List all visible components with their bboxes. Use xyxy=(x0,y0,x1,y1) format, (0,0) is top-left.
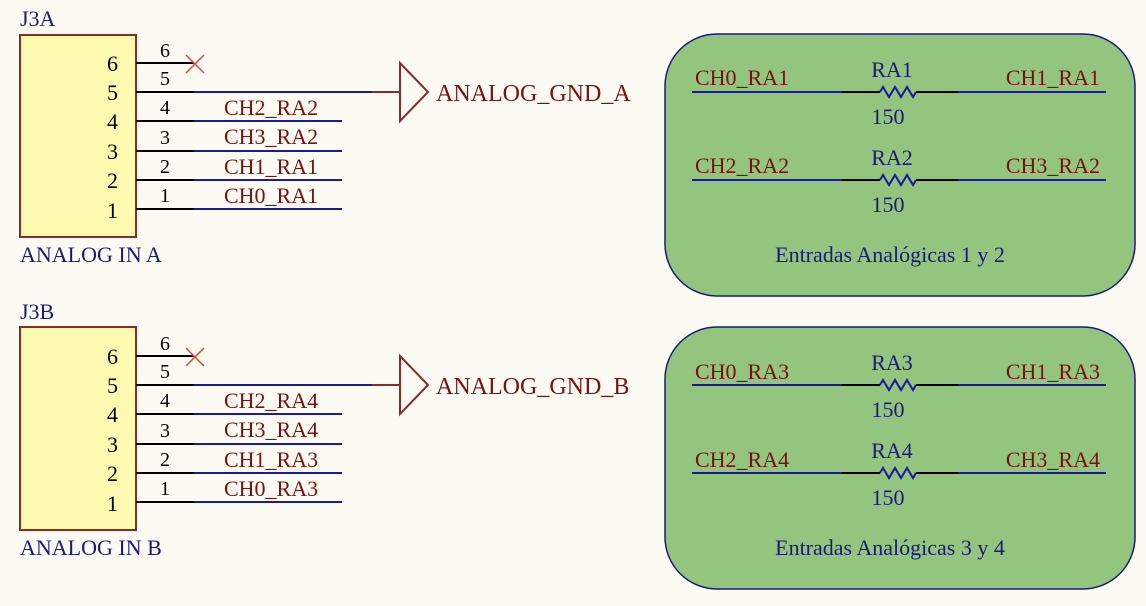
connector-body xyxy=(19,34,137,238)
pin-number: 6 xyxy=(107,51,118,76)
connector-name: ANALOG IN A xyxy=(20,242,162,267)
pin-number: 6 xyxy=(107,344,118,369)
panel-title: Entradas Analógicas 1 y 2 xyxy=(775,242,1005,267)
pin-number: 5 xyxy=(107,80,118,105)
net-label: CH0_RA3 xyxy=(224,476,318,501)
connector-body xyxy=(19,326,137,531)
panel-background xyxy=(664,326,1136,590)
net-label-right: CH1_RA1 xyxy=(1006,65,1100,90)
resistor-panel-1[interactable]: CH0_RA1 CH1_RA1 RA1 150 CH2_RA2 CH3_RA2 … xyxy=(664,33,1136,297)
resistor-value: 150 xyxy=(872,397,905,422)
resistor-row[interactable]: CH0_RA1 CH1_RA1 RA1 150 xyxy=(692,57,1106,129)
resistor-symbol[interactable] xyxy=(879,173,917,187)
pin-number: 5 xyxy=(107,373,118,398)
resistor-designator: RA2 xyxy=(871,145,913,170)
net-label-left: CH2_RA2 xyxy=(695,153,789,178)
connector-j3b[interactable]: J3B ANALOG IN B 6 5 4 3 2 1 6 5 4 3 2 1 … xyxy=(19,299,629,560)
net-label-left: CH0_RA1 xyxy=(695,65,789,90)
net-label-left: CH2_RA4 xyxy=(695,447,789,472)
gnd-port-triangle[interactable] xyxy=(399,353,430,417)
net-label: CH1_RA3 xyxy=(224,447,318,472)
resistor-symbol[interactable] xyxy=(879,466,917,480)
pin-number-outside: 3 xyxy=(160,127,170,149)
pin-number: 3 xyxy=(107,139,118,164)
pin-number: 2 xyxy=(107,461,118,486)
resistor-row[interactable]: CH0_RA3 CH1_RA3 RA3 150 xyxy=(692,350,1106,422)
connector-designator: J3B xyxy=(20,299,54,324)
resistor-value: 150 xyxy=(872,485,905,510)
net-label: CH2_RA4 xyxy=(224,388,318,413)
resistor-value: 150 xyxy=(872,192,905,217)
panel-title: Entradas Analógicas 3 y 4 xyxy=(775,535,1005,560)
net-label-right: CH3_RA2 xyxy=(1006,153,1100,178)
net-label: CH3_RA2 xyxy=(224,124,318,149)
gnd-port-label: ANALOG_GND_B xyxy=(436,374,629,400)
resistor-row[interactable]: CH2_RA2 CH3_RA2 RA2 150 xyxy=(692,145,1106,217)
net-label-left: CH0_RA3 xyxy=(695,359,789,384)
resistor-designator: RA1 xyxy=(871,57,913,82)
pin-number-outside: 1 xyxy=(160,185,170,207)
pin-number: 1 xyxy=(107,491,118,516)
pin-number: 1 xyxy=(107,198,118,223)
net-label-right: CH3_RA4 xyxy=(1006,447,1100,472)
pin-number-outside: 6 xyxy=(160,333,170,355)
connector-j3a[interactable]: J3A ANALOG IN A 6 5 4 3 2 1 6 5 4 3 2 1 xyxy=(19,6,631,267)
gnd-port-triangle[interactable] xyxy=(399,60,430,124)
net-label: CH2_RA2 xyxy=(224,95,318,120)
resistor-symbol[interactable] xyxy=(879,378,917,392)
pin-number-outside: 1 xyxy=(160,478,170,500)
panel-background xyxy=(664,33,1136,297)
pin-number-outside: 4 xyxy=(160,97,170,119)
resistor-designator: RA4 xyxy=(871,438,913,463)
net-label-right: CH1_RA3 xyxy=(1006,359,1100,384)
resistor-symbol[interactable] xyxy=(879,85,917,99)
net-label: CH3_RA4 xyxy=(224,417,318,442)
pin-number-outside: 5 xyxy=(160,68,170,90)
no-connect-marker xyxy=(185,347,205,367)
net-label: CH1_RA1 xyxy=(224,154,318,179)
resistor-row[interactable]: CH2_RA4 CH3_RA4 RA4 150 xyxy=(692,438,1106,510)
no-connect-marker xyxy=(185,54,205,74)
pin-number: 4 xyxy=(107,109,118,134)
pin-number-outside: 2 xyxy=(160,449,170,471)
pin-number: 4 xyxy=(107,402,118,427)
gnd-port-label: ANALOG_GND_A xyxy=(436,81,631,107)
pin-number-outside: 3 xyxy=(160,420,170,442)
pin-number: 3 xyxy=(107,432,118,457)
connector-name: ANALOG IN B xyxy=(20,535,162,560)
net-label: CH0_RA1 xyxy=(224,183,318,208)
connector-designator: J3A xyxy=(20,6,56,31)
pin-number-outside: 2 xyxy=(160,156,170,178)
pin-number-outside: 5 xyxy=(160,361,170,383)
pin-number: 2 xyxy=(107,168,118,193)
resistor-designator: RA3 xyxy=(871,350,913,375)
pin-number-outside: 4 xyxy=(160,390,170,412)
resistor-panel-2[interactable]: CH0_RA3 CH1_RA3 RA3 150 CH2_RA4 CH3_RA4 … xyxy=(664,326,1136,590)
resistor-value: 150 xyxy=(872,104,905,129)
pin-number-outside: 6 xyxy=(160,40,170,62)
